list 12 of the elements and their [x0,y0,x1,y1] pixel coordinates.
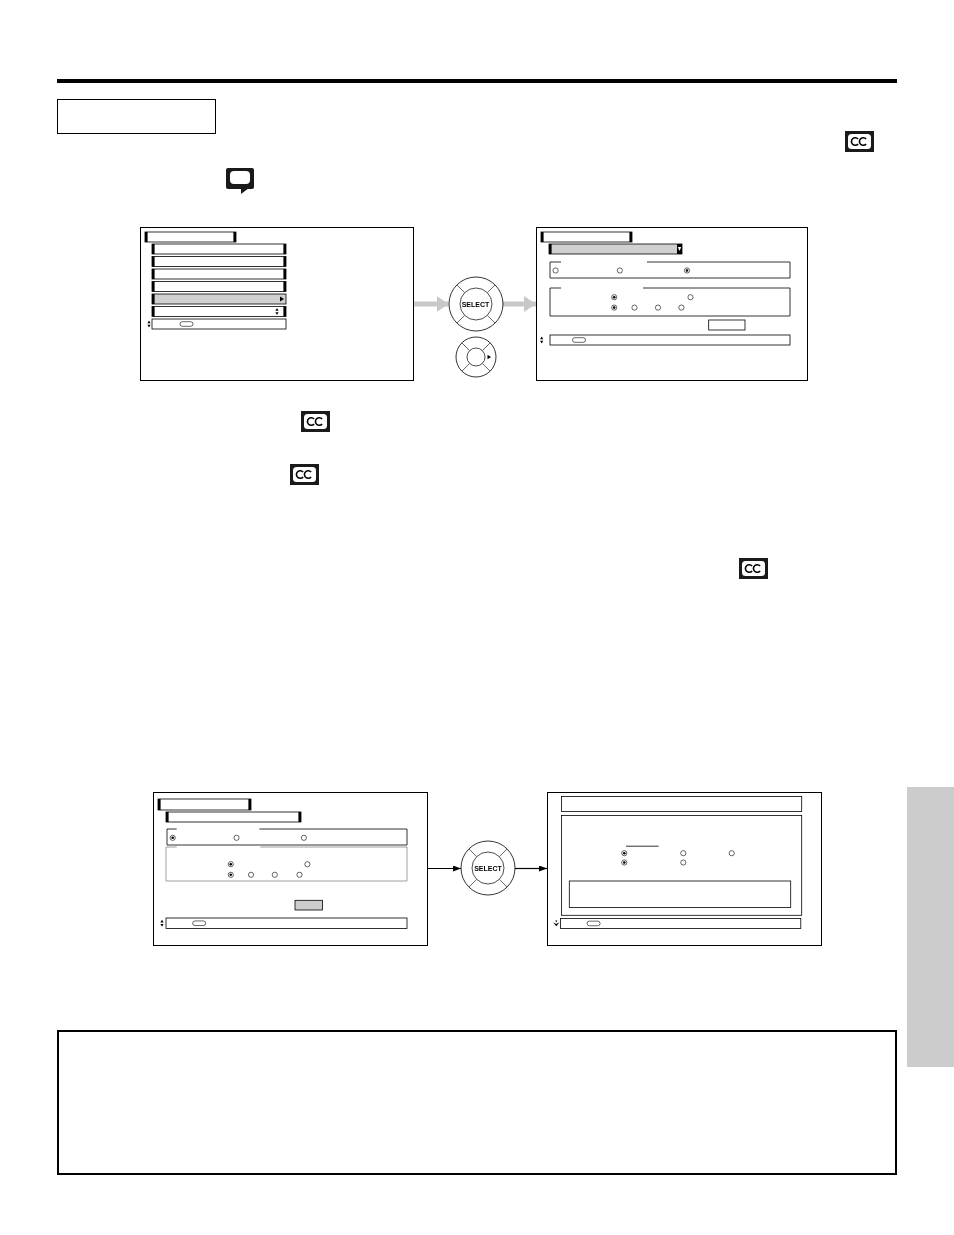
side-tab [907,787,954,1067]
menu-screen-drawing [140,227,414,381]
arrow [427,865,462,872]
direction-pad [447,276,504,332]
menu-screen-drawing [536,227,808,381]
menu-screen-drawing [547,792,822,946]
menu-screen-drawing [153,792,428,946]
direction-pad [454,336,497,378]
arrow [514,865,548,872]
direction-pad [460,840,516,896]
arrow [502,296,536,312]
arrow [414,296,449,312]
